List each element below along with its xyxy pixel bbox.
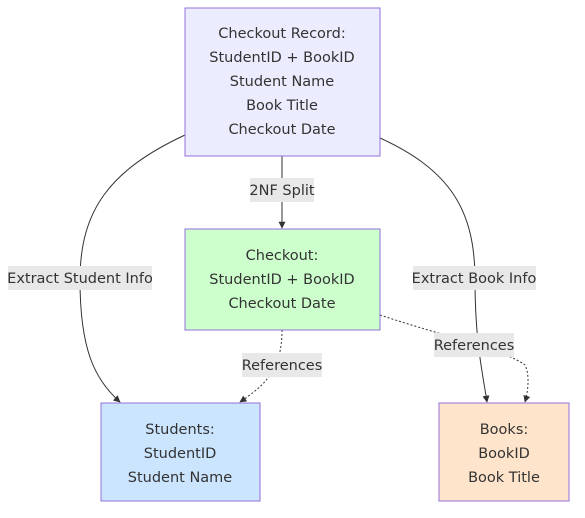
svg-text:References: References (434, 338, 515, 354)
books-title: Books: (480, 422, 529, 438)
books-node: Books: BookID Book Title (438, 402, 570, 502)
svg-text:2NF Split: 2NF Split (249, 183, 314, 199)
edge-label-2nf-split: 2NF Split (249, 178, 315, 202)
checkout-record-date: Checkout Date (228, 122, 335, 138)
checkout-record-node: Checkout Record: StudentID + BookID Stud… (184, 7, 381, 157)
checkout-record-title: Checkout Record: (218, 26, 345, 42)
students-title: Students: (145, 422, 215, 438)
students-id: StudentID (144, 446, 217, 462)
checkout-date: Checkout Date (228, 296, 335, 312)
checkout-record-book-title: Book Title (246, 98, 318, 114)
books-book-title: Book Title (468, 470, 540, 486)
books-id: BookID (478, 446, 530, 462)
svg-text:References: References (242, 358, 323, 374)
checkout-record-key: StudentID + BookID (209, 50, 354, 66)
edge-label-extract-student-info: Extract Student Info (7, 266, 153, 290)
checkout-record-student-name: Student Name (230, 74, 335, 90)
students-node: Students: StudentID Student Name (100, 402, 261, 502)
edge-label-references-students: References (242, 353, 323, 377)
checkout-key: StudentID + BookID (209, 272, 354, 288)
edge-label-extract-book-info: Extract Book Info (412, 266, 537, 290)
checkout-node: Checkout: StudentID + BookID Checkout Da… (184, 228, 381, 331)
svg-text:Extract Book Info: Extract Book Info (412, 271, 537, 287)
edge-label-references-books: References (434, 333, 515, 357)
students-name: Student Name (128, 470, 233, 486)
svg-text:Extract Student Info: Extract Student Info (7, 271, 153, 287)
checkout-title: Checkout: (246, 248, 319, 264)
edge-checkout-to-books (379, 314, 531, 403)
